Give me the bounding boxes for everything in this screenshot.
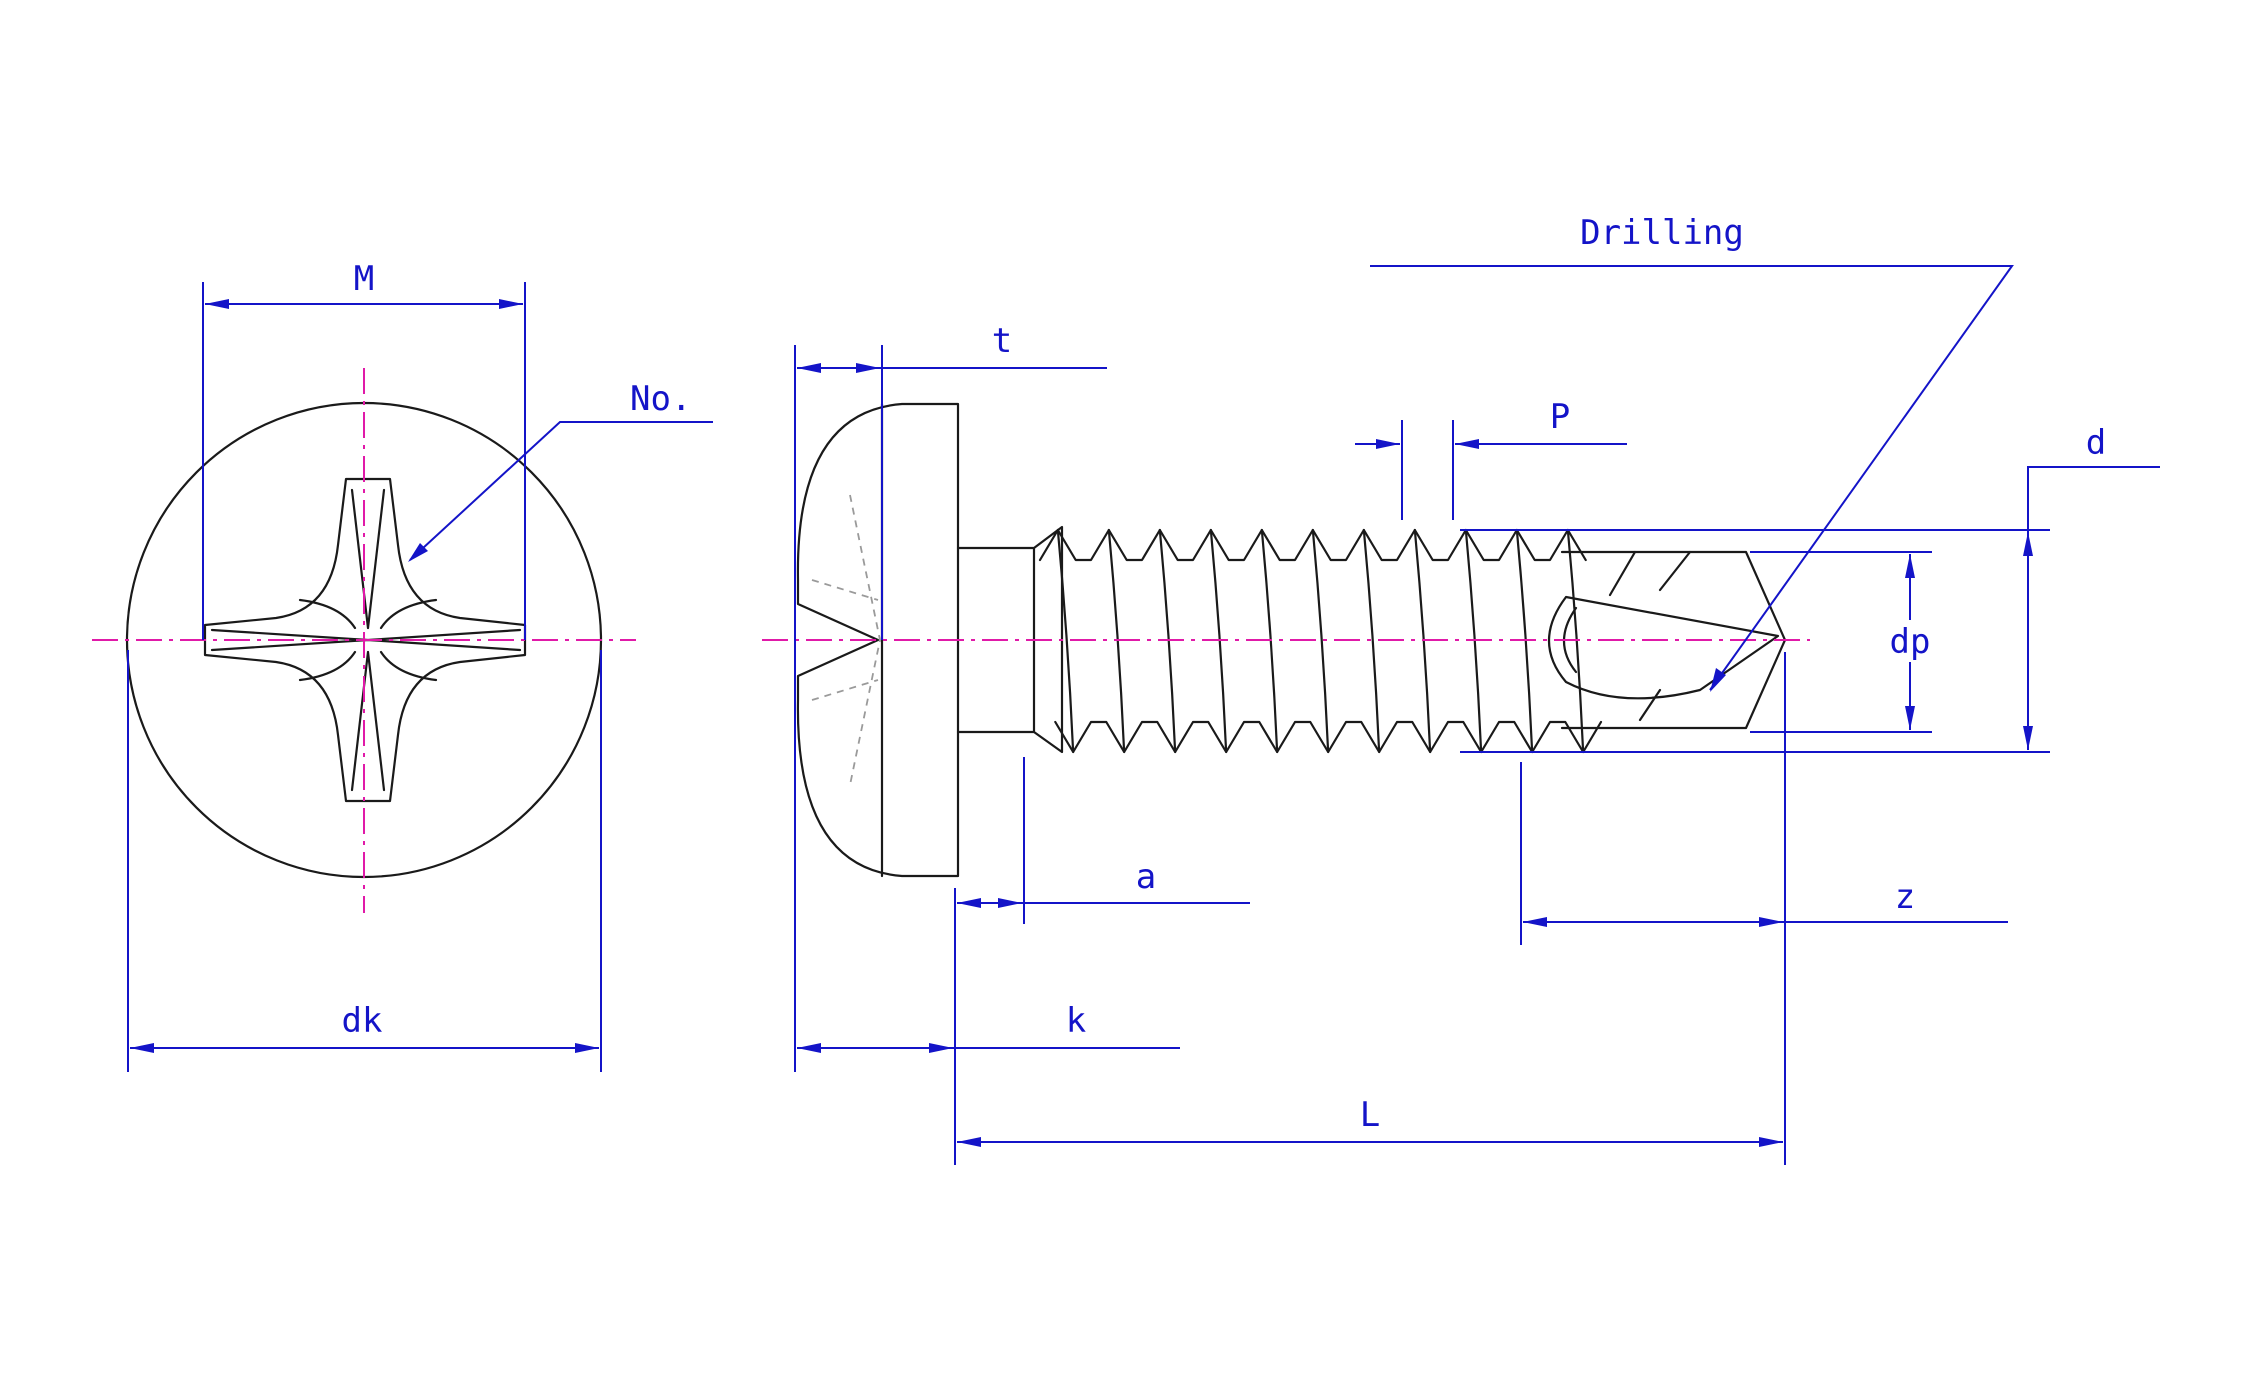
dim-a: a xyxy=(957,757,1250,924)
thread-flank-line xyxy=(1362,528,1381,754)
head-top-view xyxy=(92,368,636,913)
label-a: a xyxy=(1136,857,1156,897)
label-z: z xyxy=(1895,877,1915,917)
thread-flank-line xyxy=(1311,528,1330,754)
label-k: k xyxy=(1066,1001,1086,1041)
dim-d: d xyxy=(1460,423,2160,753)
label-M: M xyxy=(354,259,374,299)
label-dk: dk xyxy=(342,1001,383,1041)
label-dp: dp xyxy=(1890,622,1931,662)
label-L: L xyxy=(1360,1095,1380,1135)
screw-side-view xyxy=(762,402,1810,878)
head-hidden-lines xyxy=(811,494,881,786)
dim-M: M xyxy=(202,259,526,640)
phillips-recess-inner-lines xyxy=(210,488,522,792)
label-drilling: Drilling xyxy=(1580,213,1744,253)
label-d: d xyxy=(2086,423,2106,463)
dim-No: No. xyxy=(408,379,713,562)
label-P: P xyxy=(1550,397,1570,437)
dim-dk: dk xyxy=(127,650,602,1072)
dim-P: P xyxy=(1355,397,1627,520)
head-side-outline xyxy=(796,402,960,878)
dim-z: z xyxy=(1520,762,2008,945)
drill-flute xyxy=(1548,595,1780,700)
dim-t: t xyxy=(794,321,1107,1072)
dimensions: M No. dk t xyxy=(127,213,2160,1165)
dim-drilling: Drilling xyxy=(1370,213,2014,692)
dim-k: k xyxy=(797,888,1180,1165)
dim-L: L xyxy=(957,652,1786,1165)
phillips-recess-icon xyxy=(203,477,527,803)
label-t: t xyxy=(992,321,1012,361)
thread-flank-line xyxy=(1056,528,1075,754)
dim-dp: dp xyxy=(1750,551,1940,733)
label-No: No. xyxy=(630,379,691,419)
